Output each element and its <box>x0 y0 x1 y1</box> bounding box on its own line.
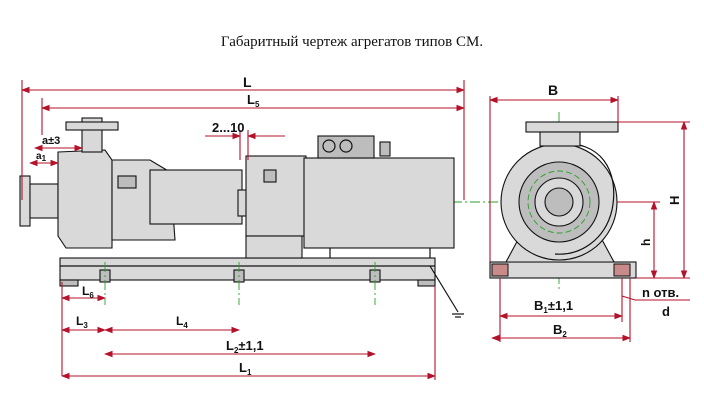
pump-casing <box>57 149 113 249</box>
label-h: h <box>639 239 653 246</box>
label-B: B <box>548 82 558 98</box>
label-a1: a1 <box>36 151 47 163</box>
terminal-box <box>317 135 375 159</box>
discharge-neck <box>539 131 581 147</box>
base-foot-left <box>59 279 79 287</box>
terminal-gland-2 <box>339 139 353 153</box>
front-base-hatch-left <box>491 263 509 277</box>
discharge-flange <box>65 121 119 131</box>
label-gap: 2...10 <box>212 120 245 135</box>
label-B2: B2 <box>553 322 567 339</box>
side-view <box>19 117 470 318</box>
inlet-bore <box>544 187 574 217</box>
front-base-hatch-right <box>613 263 631 277</box>
front-view <box>470 112 650 290</box>
label-d: d <box>662 304 670 319</box>
label-a3: a±3 <box>42 135 60 147</box>
label-L: L <box>243 74 252 90</box>
side-dimensions <box>20 80 466 380</box>
pump-shaft-housing <box>149 169 243 225</box>
label-L6: L6 <box>82 284 94 300</box>
label-L1: L1 <box>239 360 252 377</box>
oil-plug <box>117 175 137 189</box>
label-B1: B1±1,1 <box>534 298 573 315</box>
bolt-circle <box>527 170 591 234</box>
front-dimensions <box>488 96 690 342</box>
label-L5: L5 <box>247 92 260 109</box>
drawing-title: Габаритный чертеж агрегатов типов СМ. <box>220 34 484 50</box>
coupling-guard <box>245 155 307 237</box>
label-H: H <box>667 196 682 205</box>
label-L3: L3 <box>76 314 88 330</box>
eye-bolt <box>379 141 391 157</box>
inlet-nozzle <box>29 183 59 219</box>
guard-support <box>245 235 303 259</box>
discharge-flange-front <box>525 121 619 133</box>
label-L4: L4 <box>176 314 188 330</box>
terminal-gland-1 <box>322 139 336 153</box>
volute-arrow-curve <box>554 143 615 255</box>
label-n-holes: n отв. <box>642 285 679 300</box>
coupling-bolt <box>263 169 277 183</box>
base-foot-right <box>417 279 436 287</box>
label-L2: L2±1,1 <box>226 338 264 355</box>
motor-body <box>303 157 455 249</box>
